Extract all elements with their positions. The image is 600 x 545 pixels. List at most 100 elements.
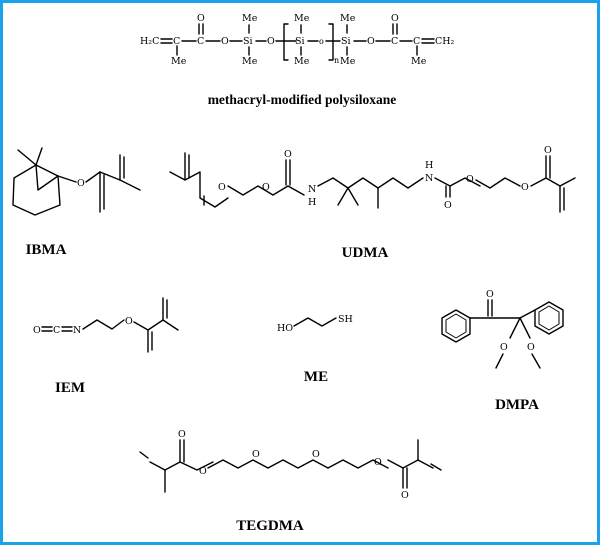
- bond-phenyl-left: [441, 309, 471, 343]
- atom-me4: Me: [294, 13, 310, 24]
- atom-c2: C: [197, 36, 204, 47]
- caption-me: ME: [304, 369, 328, 385]
- atom-o-iem1: O: [33, 325, 41, 336]
- bond-methyl: [531, 353, 541, 369]
- atom-o6: O: [391, 13, 399, 24]
- atom-o-teg3: O: [252, 449, 260, 460]
- bond-aromatic-left: [445, 313, 467, 339]
- atom-me1: Me: [171, 56, 187, 67]
- bond-chain: [317, 177, 424, 189]
- atom-me6: Me: [340, 13, 356, 24]
- structure-dmpa: O O O: [441, 289, 564, 369]
- atom-o-udma3: O: [284, 149, 292, 160]
- bond-chain: [82, 319, 125, 330]
- bond-chain: [293, 317, 337, 327]
- bracket-left: [283, 23, 289, 61]
- caption-polysiloxane: methacryl-modified polysiloxane: [208, 92, 397, 107]
- bond-chain: [387, 459, 434, 469]
- atom-o1: O: [197, 13, 205, 24]
- atom-o-teg4: O: [312, 449, 320, 460]
- atom-o-udma5: O: [466, 174, 474, 185]
- atom-o-iem2: O: [125, 316, 133, 327]
- atom-n-subscript: n: [334, 56, 339, 65]
- atom-me5: Me: [294, 56, 310, 67]
- atom-h-udma2: H: [425, 160, 433, 171]
- atom-o-teg6: O: [401, 490, 409, 501]
- structure-tegdma: O O O O O O: [139, 429, 442, 501]
- atom-o4: o: [319, 37, 324, 46]
- atom-c4: C: [413, 36, 420, 47]
- atom-o-teg2: O: [199, 466, 207, 477]
- bond: [272, 185, 305, 196]
- bond-double: [139, 451, 149, 459]
- atom-si2: Si: [295, 36, 305, 47]
- atom-o-dmpa3: O: [527, 342, 535, 353]
- atom-o-teg5: O: [374, 457, 382, 468]
- structure-iem: O C N O: [33, 297, 179, 353]
- atom-o-udma6: O: [521, 182, 529, 193]
- atom-me2: Me: [242, 13, 258, 24]
- bond: [85, 171, 101, 183]
- bond-bridge: [35, 164, 59, 191]
- bond: [99, 171, 121, 181]
- bond-chain: [434, 177, 481, 187]
- bond-chain: [475, 177, 521, 189]
- bond-methyl: [347, 187, 359, 206]
- atom-n-udma1: N: [308, 184, 316, 195]
- atom-h2c: H₂C: [140, 36, 159, 47]
- structure-udma: O O O N H N H O O O O: [169, 145, 576, 213]
- caption-tegdma: TEGDMA: [236, 518, 304, 534]
- caption-iem: IEM: [55, 380, 85, 396]
- bond-phenyl-right: [534, 301, 564, 335]
- atom-me7: Me: [340, 56, 356, 67]
- atom-o-ibma: O: [77, 178, 85, 189]
- caption-udma: UDMA: [342, 245, 389, 261]
- bond-methyl: [17, 149, 37, 166]
- atom-o-teg1: O: [178, 429, 186, 440]
- atom-si1: Si: [243, 36, 253, 47]
- atom-h-udma1: H: [308, 197, 316, 208]
- atom-o-dmpa2: O: [500, 342, 508, 353]
- atom-o3: O: [267, 36, 275, 47]
- bond-chain: [133, 319, 179, 331]
- atom-c3: C: [391, 36, 398, 47]
- atom-o5: O: [367, 36, 375, 47]
- bond-chain: [227, 185, 274, 196]
- atom-ch2: CH₂: [435, 36, 455, 47]
- bond-chain: [207, 459, 269, 469]
- caption-dmpa: DMPA: [495, 397, 539, 413]
- atom-c1: C: [173, 36, 180, 47]
- structure-ibma: O: [12, 147, 141, 216]
- bond: [149, 461, 166, 471]
- bond-chain: [164, 461, 214, 471]
- structure-me: HO SH: [277, 314, 353, 334]
- atom-me3: Me: [242, 56, 258, 67]
- bond-chain: [530, 177, 576, 187]
- atom-sh: SH: [338, 314, 353, 325]
- atom-n-udma2: N: [425, 173, 433, 184]
- atom-c-iem: C: [53, 325, 60, 336]
- atom-o-udma2: O: [262, 182, 270, 193]
- bond: [119, 179, 141, 191]
- atom-o2: O: [221, 36, 229, 47]
- bond-double: [430, 463, 442, 471]
- bond: [519, 309, 536, 319]
- bond-methyl: [337, 187, 349, 206]
- structure-polysiloxane: H₂C C Me C O O Si Me Me O Si Me Me o n S…: [140, 13, 455, 67]
- bond: [57, 175, 77, 183]
- bond-methyl: [35, 147, 43, 166]
- atom-o-dmpa1: O: [486, 289, 494, 300]
- atom-n-iem: N: [73, 325, 81, 336]
- atom-o-udma1: O: [218, 182, 226, 193]
- atom-si3: Si: [341, 36, 351, 47]
- bond: [519, 317, 531, 339]
- bond-chain: [327, 459, 389, 469]
- bond: [509, 317, 521, 339]
- bond-chain: [267, 459, 329, 469]
- bond-methyl: [495, 353, 504, 369]
- bracket-right: [328, 23, 334, 61]
- caption-ibma: IBMA: [26, 242, 67, 258]
- bond-aromatic-right: [538, 305, 560, 331]
